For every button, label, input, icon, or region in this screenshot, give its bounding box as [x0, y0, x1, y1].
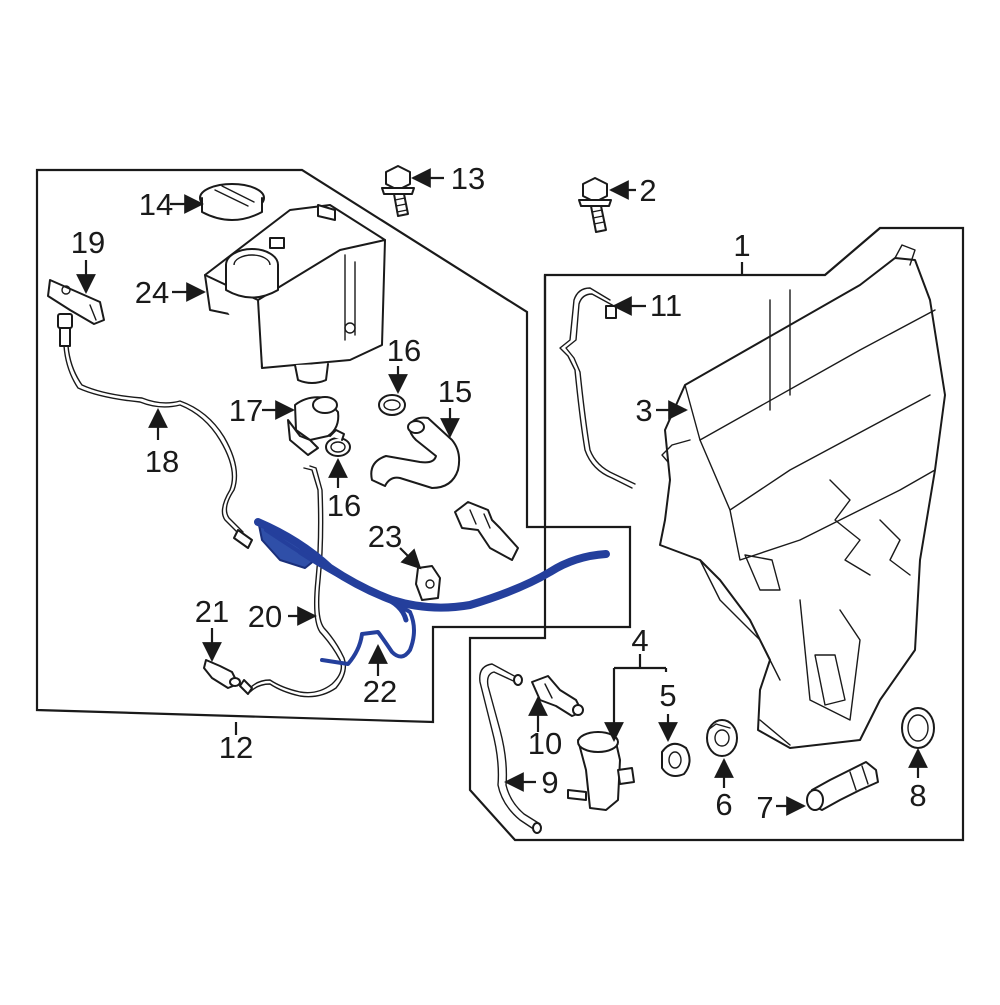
callout-16-upper: 16: [387, 333, 421, 368]
part-11-fill-tube[interactable]: [559, 287, 636, 489]
group-12-frame: [35, 168, 632, 724]
callout-20: 20: [248, 599, 282, 634]
callout-9: 9: [541, 765, 558, 800]
part-8-ring[interactable]: [901, 707, 935, 749]
part-17-pump[interactable]: [287, 396, 340, 456]
callout-8: 8: [909, 778, 926, 813]
part-23-clip[interactable]: [454, 501, 519, 561]
callout-11: 11: [650, 288, 682, 323]
callout-21: 21: [195, 594, 229, 629]
part-2-bolt[interactable]: [578, 177, 612, 233]
callout-7: 7: [756, 790, 773, 825]
callout-labels: 1 2 3 4 5 6 7 8 9 10 11 12 13 14 15 16 1…: [71, 161, 927, 825]
part-15-hose[interactable]: [370, 416, 461, 489]
part-9-hose[interactable]: [479, 663, 542, 834]
callout-22: 22: [363, 674, 397, 709]
callout-4: 4: [631, 623, 648, 658]
part-14-cap[interactable]: [199, 183, 265, 221]
callout-18: 18: [145, 444, 179, 479]
part-21-connector[interactable]: [203, 659, 241, 689]
callout-19: 19: [71, 225, 105, 260]
callout-17: 17: [229, 393, 263, 428]
part-7-sensor[interactable]: [806, 761, 879, 811]
callout-10: 10: [528, 726, 562, 761]
callout-2: 2: [639, 173, 656, 208]
callout-6: 6: [715, 787, 732, 822]
part-1-tank[interactable]: [659, 244, 946, 749]
part-23-bracket[interactable]: [415, 565, 441, 601]
group-1-frame: [468, 226, 965, 842]
part-6-grommet[interactable]: [706, 719, 738, 757]
part-10-valve[interactable]: [531, 675, 584, 717]
part-4-pump[interactable]: [567, 731, 635, 811]
part-22-hose-highlighted[interactable]: [254, 518, 610, 666]
part-16-clamp-upper[interactable]: [378, 394, 406, 416]
callout-12: 12: [219, 730, 253, 765]
callout-3: 3: [635, 393, 652, 428]
callout-1: 1: [733, 228, 750, 263]
callout-24: 24: [135, 275, 169, 310]
callout-13: 13: [451, 161, 485, 196]
callout-15: 15: [438, 374, 472, 409]
leader-lines: [76, 168, 928, 816]
part-5-seal[interactable]: [661, 742, 691, 777]
callout-23: 23: [368, 519, 402, 554]
part-13-bolt[interactable]: [381, 165, 415, 217]
part-16-clamp-lower[interactable]: [325, 429, 351, 457]
part-18-harness[interactable]: [57, 313, 253, 549]
callout-5: 5: [659, 678, 676, 713]
part-19-bracket[interactable]: [47, 279, 105, 325]
callout-14: 14: [139, 187, 173, 222]
part-24-reservoir[interactable]: [204, 204, 386, 384]
callout-16-lower: 16: [327, 488, 361, 523]
